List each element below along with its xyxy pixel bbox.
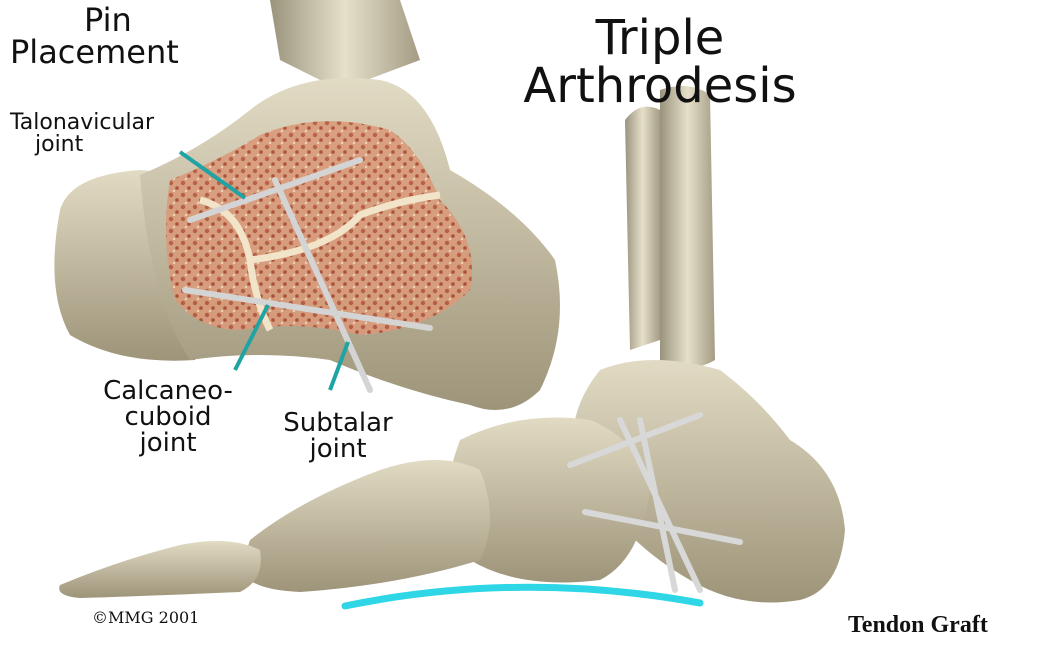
triple-line2: Arthrodesis xyxy=(500,62,820,110)
triple-arthrodesis-title: Triple Arthrodesis xyxy=(500,14,820,110)
pin-placement-title: Pin Placement xyxy=(10,4,240,68)
calcaneocuboid-line3: joint xyxy=(88,430,248,456)
fibula-shaft xyxy=(625,107,660,350)
subtalar-line2: joint xyxy=(258,436,418,462)
metatarsals xyxy=(240,460,490,592)
triple-line1: Triple xyxy=(500,14,820,62)
copyright-text: ©MMG 2001 xyxy=(92,608,199,627)
talonavicular-line1: Talonavicular xyxy=(10,112,240,134)
calcaneocuboid-joint-label: Calcaneo- cuboid joint xyxy=(88,378,248,456)
tibia-stub xyxy=(270,0,420,90)
talonavicular-joint-label: Talonavicular joint xyxy=(10,112,240,156)
calcaneocuboid-line1: Calcaneo- xyxy=(88,378,248,404)
calcaneocuboid-line2: cuboid xyxy=(88,404,248,430)
talonavicular-line2: joint xyxy=(35,134,240,156)
tibia-shaft xyxy=(660,86,715,368)
toes xyxy=(59,541,261,598)
pin-placement-line1: Pin xyxy=(84,4,240,36)
subtalar-joint-label: Subtalar joint xyxy=(258,410,418,462)
tendon-graft-caption: Tendon Graft xyxy=(848,612,988,639)
tendon-graft xyxy=(345,587,700,606)
pin-placement-line2: Placement xyxy=(10,36,240,68)
subtalar-line1: Subtalar xyxy=(258,410,418,436)
